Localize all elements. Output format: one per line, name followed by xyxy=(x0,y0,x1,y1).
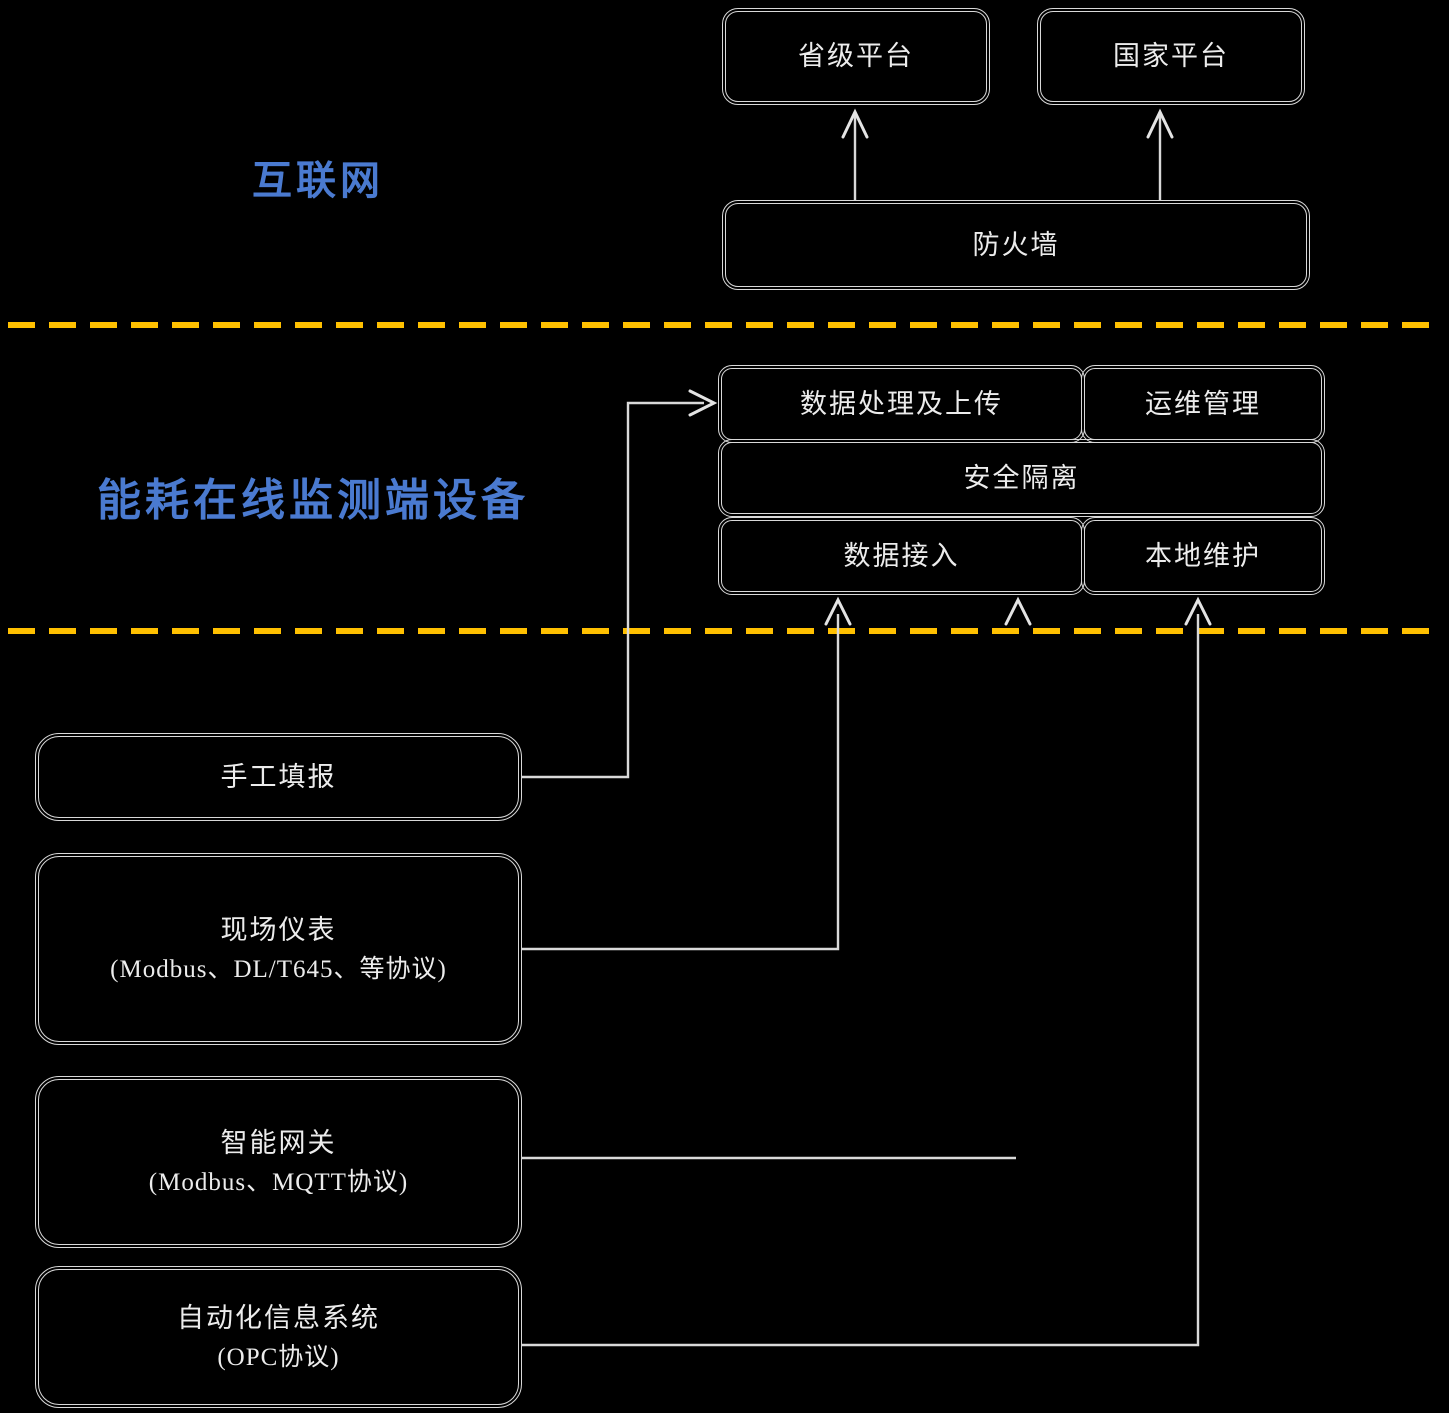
national-platform-label: 国家平台 xyxy=(1113,41,1229,72)
field-instrument-protocols: (Modbus、DL/T645、等协议) xyxy=(110,955,447,983)
data-process-upload-label: 数据处理及上传 xyxy=(800,388,1003,419)
data-access-box: 数据接入 xyxy=(718,517,1085,595)
smart-gateway-label: 智能网关 xyxy=(220,1128,337,1158)
arrowhead-smart-gateway xyxy=(1004,596,1032,626)
local-maintenance-label: 本地维护 xyxy=(1145,540,1261,571)
data-process-upload-box: 数据处理及上传 xyxy=(718,365,1085,443)
provincial-platform-label: 省级平台 xyxy=(798,41,914,72)
smart-gateway-box: 智能网关 (Modbus、MQTT协议) xyxy=(35,1076,522,1248)
local-maintenance-box: 本地维护 xyxy=(1081,517,1325,595)
internet-section-label: 互联网 xyxy=(252,159,384,203)
field-instrument-box: 现场仪表 (Modbus、DL/T645、等协议) xyxy=(35,853,522,1045)
arrowhead-manual-entry xyxy=(688,389,718,417)
provincial-platform-box: 省级平台 xyxy=(722,8,990,105)
security-isolation-label: 安全隔离 xyxy=(963,462,1080,493)
national-platform-box: 国家平台 xyxy=(1037,8,1305,105)
wire-field-instrument xyxy=(522,614,840,951)
device-section-label: 能耗在线监测端设备 xyxy=(97,476,529,525)
wire-manual-entry xyxy=(522,401,704,779)
arrowhead-national xyxy=(1146,108,1174,139)
divider-device-sources xyxy=(8,628,1441,634)
arrowhead-provincial xyxy=(841,108,869,139)
firewall-box: 防火墙 xyxy=(722,200,1310,290)
smart-gateway-protocols: (Modbus、MQTT协议) xyxy=(148,1168,409,1196)
divider-internet-device xyxy=(8,322,1441,328)
wire-automation-system xyxy=(522,614,1200,1347)
arrowhead-field-instrument xyxy=(824,596,852,626)
manual-entry-label: 手工填报 xyxy=(220,761,337,792)
field-instrument-label: 现场仪表 xyxy=(220,915,337,945)
arrowhead-automation-system xyxy=(1184,596,1212,626)
data-access-label: 数据接入 xyxy=(843,540,960,571)
manual-entry-box: 手工填报 xyxy=(35,733,522,821)
ops-management-box: 运维管理 xyxy=(1081,365,1325,443)
firewall-label: 防火墙 xyxy=(972,229,1060,260)
ops-management-label: 运维管理 xyxy=(1145,388,1261,419)
security-isolation-box: 安全隔离 xyxy=(718,439,1325,517)
automation-system-box: 自动化信息系统 (OPC协议) xyxy=(35,1266,522,1408)
automation-system-label: 自动化信息系统 xyxy=(177,1303,380,1333)
automation-system-protocols: (OPC协议) xyxy=(217,1343,340,1371)
